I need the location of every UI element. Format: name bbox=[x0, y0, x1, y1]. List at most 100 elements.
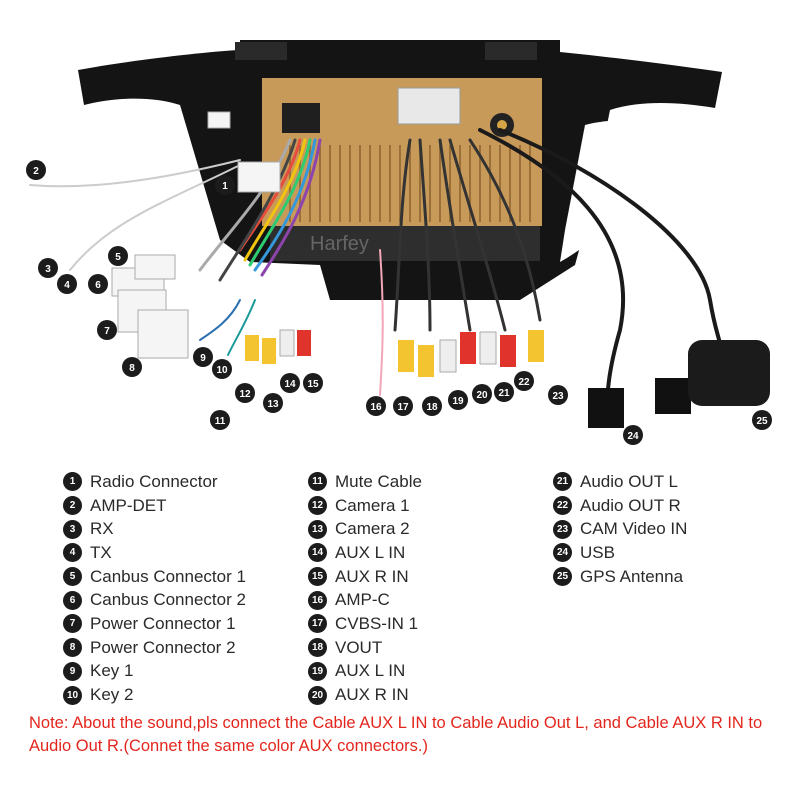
legend-item: 14 AUX L IN bbox=[308, 541, 422, 565]
callout-17: 17 bbox=[393, 396, 413, 416]
callout-1: 1 bbox=[215, 175, 235, 195]
wire-bundle bbox=[29, 128, 722, 422]
svg-text:23: 23 bbox=[552, 391, 564, 402]
svg-text:14: 14 bbox=[284, 379, 296, 390]
sound-note: Note: About the sound,pls connect the Ca… bbox=[29, 714, 763, 755]
legend-number: 16 bbox=[308, 590, 327, 610]
legend-number: 6 bbox=[63, 590, 82, 610]
svg-text:2: 2 bbox=[33, 166, 39, 177]
svg-text:4: 4 bbox=[64, 280, 70, 291]
callout-2: 2 bbox=[26, 160, 46, 180]
legend-label: Canbus Connector 1 bbox=[90, 566, 246, 586]
legend-label: Power Connector 1 bbox=[90, 613, 236, 633]
legend-number: 19 bbox=[308, 661, 327, 681]
legend-number: 5 bbox=[63, 567, 82, 587]
callout-23: 23 bbox=[548, 385, 568, 405]
legend-item: 22 Audio OUT R bbox=[553, 494, 687, 518]
callout-3: 3 bbox=[38, 258, 58, 278]
legend-label: TX bbox=[90, 542, 112, 562]
legend-number: 7 bbox=[63, 614, 82, 634]
callout-8: 8 bbox=[122, 357, 142, 377]
callout-7: 7 bbox=[97, 320, 117, 340]
svg-text:16: 16 bbox=[370, 402, 382, 413]
svg-text:22: 22 bbox=[518, 377, 530, 388]
svg-text:9: 9 bbox=[200, 353, 206, 364]
legend-number: 18 bbox=[308, 638, 327, 658]
legend-label: Camera 1 bbox=[335, 495, 410, 515]
legend-label: Power Connector 2 bbox=[90, 637, 236, 657]
legend-number: 10 bbox=[63, 685, 82, 705]
callout-10: 10 bbox=[212, 359, 232, 379]
legend-number: 24 bbox=[553, 543, 572, 563]
wiring-diagram: Harfey bbox=[26, 40, 772, 445]
legend-number: 13 bbox=[308, 519, 327, 539]
legend-item: 12 Camera 1 bbox=[308, 494, 422, 518]
callout-15: 15 bbox=[303, 373, 323, 393]
svg-text:8: 8 bbox=[129, 363, 135, 374]
legend-label: GPS Antenna bbox=[580, 566, 684, 586]
callout-18: 18 bbox=[422, 396, 442, 416]
legend-label: VOUT bbox=[335, 637, 383, 657]
legend-label: Key 1 bbox=[90, 661, 134, 681]
legend-label: AUX L IN bbox=[335, 542, 406, 562]
legend-number: 14 bbox=[308, 543, 327, 563]
svg-text:24: 24 bbox=[627, 431, 639, 442]
legend-label: AUX R IN bbox=[335, 685, 409, 705]
callout-9: 9 bbox=[193, 347, 213, 367]
svg-text:13: 13 bbox=[267, 399, 279, 410]
callout-24: 24 bbox=[623, 425, 643, 445]
legend-number: 12 bbox=[308, 496, 327, 516]
legend-label: Audio OUT R bbox=[580, 495, 681, 515]
svg-text:12: 12 bbox=[239, 389, 251, 400]
legend-number: 4 bbox=[63, 543, 82, 563]
legend-number: 3 bbox=[63, 519, 82, 539]
brand-watermark: Harfey bbox=[310, 233, 369, 255]
legend-label: AUX L IN bbox=[335, 661, 406, 681]
legend-item: 10 Key 2 bbox=[63, 683, 246, 707]
legend-item: 7 Power Connector 1 bbox=[63, 612, 246, 636]
legend-label: Key 2 bbox=[90, 685, 134, 705]
legend-item: 6 Canbus Connector 2 bbox=[63, 588, 246, 612]
callout-12: 12 bbox=[235, 383, 255, 403]
legend-item: 25 GPS Antenna bbox=[553, 565, 687, 589]
callout-14: 14 bbox=[280, 373, 300, 393]
legend-item: 13 Camera 2 bbox=[308, 517, 422, 541]
legend-item: 5 Canbus Connector 1 bbox=[63, 565, 246, 589]
svg-text:25: 25 bbox=[756, 416, 768, 427]
legend-number: 25 bbox=[553, 567, 572, 587]
svg-text:21: 21 bbox=[498, 388, 510, 399]
svg-text:15: 15 bbox=[307, 379, 319, 390]
legend-number: 23 bbox=[553, 519, 572, 539]
legend-number: 21 bbox=[553, 472, 572, 492]
callout-13: 13 bbox=[263, 393, 283, 413]
svg-text:19: 19 bbox=[452, 396, 464, 407]
legend-label: AUX R IN bbox=[335, 566, 409, 586]
legend-item: 4 TX bbox=[63, 541, 246, 565]
callout-21: 21 bbox=[494, 382, 514, 402]
callout-25: 25 bbox=[752, 410, 772, 430]
callout-22: 22 bbox=[514, 371, 534, 391]
legend-label: Radio Connector bbox=[90, 471, 218, 491]
svg-text:3: 3 bbox=[45, 264, 51, 275]
legend-item: 19 AUX L IN bbox=[308, 660, 422, 684]
callout-5: 5 bbox=[108, 246, 128, 266]
legend-number: 22 bbox=[553, 496, 572, 516]
svg-text:1: 1 bbox=[222, 181, 228, 192]
legend-label: CVBS-IN 1 bbox=[335, 613, 419, 633]
legend-label: Camera 2 bbox=[335, 519, 410, 539]
svg-text:18: 18 bbox=[426, 402, 438, 413]
legend-label: Canbus Connector 2 bbox=[90, 590, 246, 610]
